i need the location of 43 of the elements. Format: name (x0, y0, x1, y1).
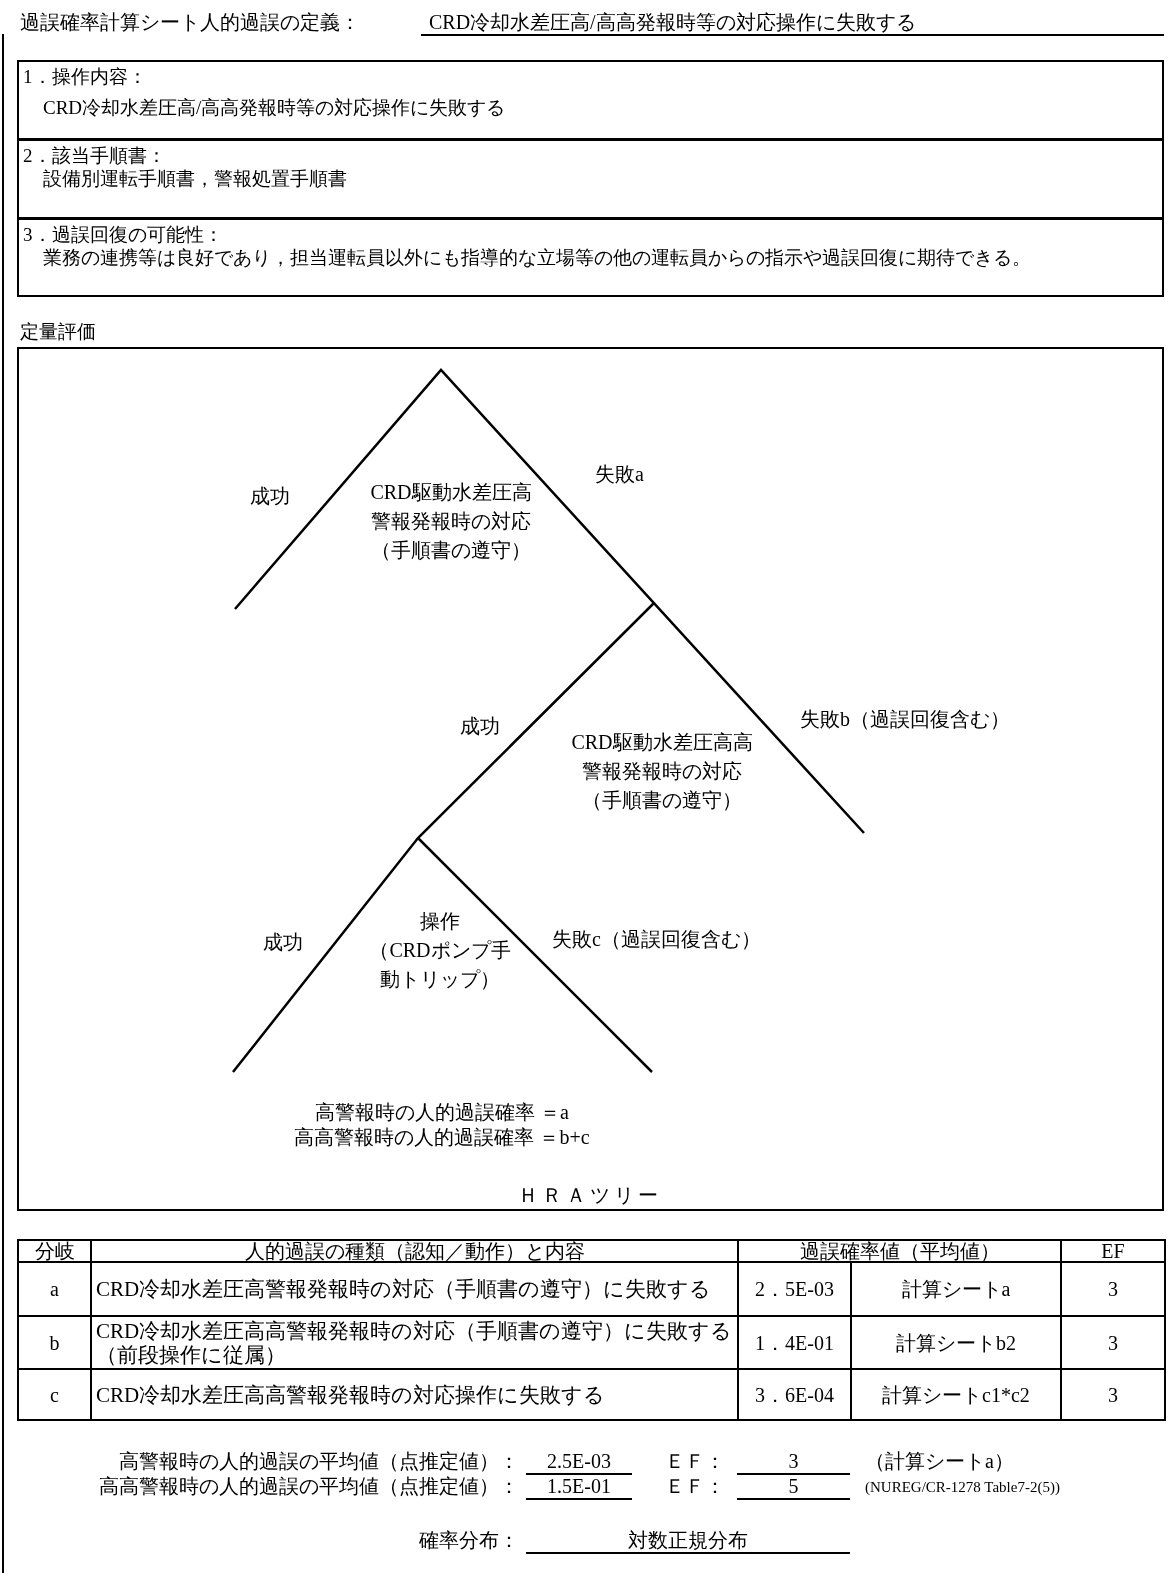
reference-note: (NUREG/CR-1278 Table7-2(5)) (865, 1478, 1061, 1497)
branch-label: 失敗c（過誤回復含む） (552, 927, 762, 952)
header-cell: 分岐 (17, 1239, 92, 1263)
header-cell: 過誤確率値（平均値） (737, 1239, 1062, 1263)
info-box (17, 139, 1164, 219)
section-heading: 1．操作内容： (22, 66, 148, 88)
summary-value: 2.5E-03 (526, 1449, 632, 1475)
sheet-title: 過誤確率計算シート人的過誤の定義： (20, 10, 360, 34)
summary-label: ＥＦ： (665, 1449, 726, 1473)
summary-label: ＥＦ： (665, 1474, 726, 1498)
summary-label: （計算シートa） (865, 1449, 1015, 1473)
section-body: CRD冷却水差圧高/高高発報時等の対応操作に失敗する (42, 96, 507, 120)
table-cell: 3 (1060, 1368, 1166, 1421)
header-cell: 人的過誤の種類（認知／動作）と内容 (90, 1239, 739, 1263)
branch-label: 失敗a (595, 462, 645, 487)
branch-label: 成功 (460, 714, 501, 739)
summary-label: 確率分布： (418, 1528, 519, 1552)
section-heading: 2．該当手順書： (22, 145, 167, 167)
section-body: 設備別運転手順書，警報処置手順書 (42, 167, 348, 191)
info-box (17, 60, 1164, 140)
branch-label: 失敗b（過誤回復含む） (800, 707, 1011, 732)
event-label: （CRDポンプ手動トリップ） (368, 938, 512, 992)
event-label: 操作 (419, 909, 461, 934)
branch-label: 成功 (250, 484, 291, 509)
definition-text: CRD冷却水差圧高/高高発報時等の対応操作に失敗する (421, 10, 1164, 36)
summary-label: 高高警報時の人的過誤の平均値（点推定値）： (98, 1474, 519, 1498)
section-body: 業務の連携等は良好であり，担当運転員以外にも指導的な立場等の他の運転員からの指示や過誤回復に期待できる。 (42, 246, 1032, 270)
summary-value: 3 (737, 1449, 850, 1475)
event-label: CRD駆動水差圧高高警報発報時の対応（手順書の遵守） (570, 730, 754, 813)
info-box (17, 218, 1164, 297)
summary-value: 1.5E-01 (526, 1474, 632, 1500)
event-label: 高警報時の人的過誤確率 ＝a (314, 1100, 570, 1125)
section-heading: 定量評価 (20, 320, 96, 344)
section-heading: 3．過誤回復の可能性： (22, 224, 224, 246)
summary-value: 5 (737, 1474, 850, 1500)
header-cell: EF (1060, 1239, 1166, 1263)
table-cell: c (17, 1368, 92, 1421)
branch-label: 成功 (263, 930, 304, 955)
summary-label: 高警報時の人的過誤の平均値（点推定値）： (118, 1449, 519, 1473)
summary-value: 対数正規分布 (526, 1528, 850, 1554)
tree-caption: ＨＲＡツリー (517, 1183, 663, 1208)
event-label: 高高警報時の人的過誤確率 ＝b+c (293, 1125, 591, 1150)
event-label: CRD駆動水差圧高警報発報時の対応（手順書の遵守） (369, 480, 533, 563)
